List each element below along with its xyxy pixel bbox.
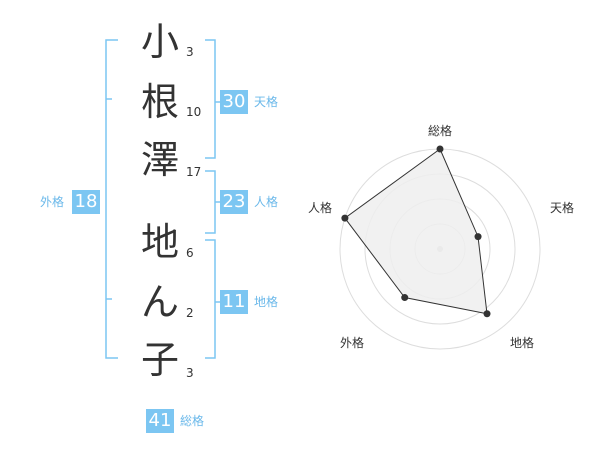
radar-point [483, 310, 491, 318]
stroke-count-4: 6 [186, 246, 194, 260]
radar-chart [339, 145, 541, 350]
radar-axis-label-chikaku: 地格 [510, 336, 535, 350]
jinkaku-value-badge: 23 [220, 190, 248, 214]
chikaku-value-badge: 11 [220, 290, 248, 314]
radar-point [474, 233, 482, 241]
name-char-2: 根 [140, 80, 179, 124]
radar-axis-label-jinkaku: 人格 [308, 201, 333, 215]
soukaku-value-badge: 41 [146, 409, 174, 433]
tenkaku-bracket [205, 39, 220, 159]
radar-axis-label-soukaku: 総格 [428, 124, 453, 138]
radar-point [401, 294, 409, 302]
radar-point [436, 145, 444, 153]
stroke-count-1: 3 [186, 45, 194, 59]
radar-axis-label-tenkaku: 天格 [550, 201, 575, 215]
radar-point [341, 214, 349, 222]
jinkaku-label: 人格 [254, 195, 279, 209]
name-char-5: ん [140, 280, 179, 324]
gaikaku-label: 外格 [40, 195, 65, 209]
name-char-1: 小 [140, 20, 179, 64]
chikaku-bracket [205, 239, 220, 359]
name-char-4: 地 [140, 220, 179, 264]
tenkaku-value-badge: 30 [220, 90, 248, 114]
chikaku-label: 地格 [254, 295, 279, 309]
radar-axis-label-gaikaku: 外格 [340, 336, 365, 350]
outer-bracket [105, 39, 118, 359]
stroke-count-5: 2 [186, 306, 194, 320]
tenkaku-label: 天格 [254, 95, 279, 109]
stroke-count-6: 3 [186, 366, 194, 380]
stroke-count-3: 17 [186, 165, 202, 179]
gaikaku-value-badge: 18 [72, 190, 100, 214]
stroke-count-2: 10 [186, 105, 202, 119]
jinkaku-bracket [205, 170, 220, 234]
radar-polygon [344, 148, 488, 315]
name-char-6: 子 [140, 338, 179, 382]
name-char-3: 澤 [140, 138, 179, 182]
soukaku-label: 総格 [180, 414, 205, 428]
